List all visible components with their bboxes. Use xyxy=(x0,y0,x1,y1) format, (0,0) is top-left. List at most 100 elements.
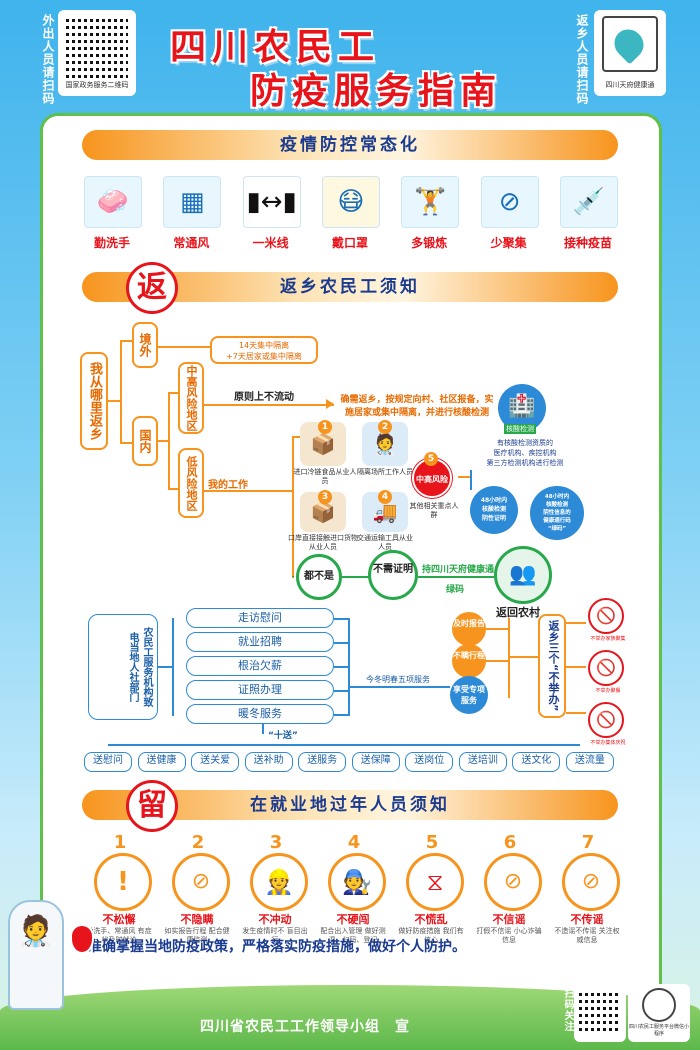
test48-negative-cert[interactable]: 48小时内核酸检测阴性证明 xyxy=(470,486,518,534)
exercise-icon: 🏋 xyxy=(401,176,460,228)
footer-qr-caption: 四川农民工服务平台微信小程序 xyxy=(628,1024,689,1037)
wash-hands-item: 🧼勤洗手 xyxy=(80,176,144,256)
timely-report-circle: 及时报告 xyxy=(452,612,486,646)
right-qr-card[interactable]: 四川天府健康通 xyxy=(594,10,666,96)
mini-program-icon xyxy=(642,988,676,1022)
left-qr-caption: 国家政务服务二维码 xyxy=(65,81,129,89)
footer-qr-2[interactable]: 四川农民工服务平台微信小程序 xyxy=(628,984,690,1042)
worker-helmet-icon: 👷 xyxy=(250,853,308,911)
page-title-line1: 四川农民工 xyxy=(170,27,381,68)
enjoy-services-circle: 享受专项服务 xyxy=(450,676,488,714)
footer-org: 四川省农民工工作领导小组 宣 xyxy=(200,1019,410,1035)
right-qr-side-label: 返乡人员请扫码 xyxy=(575,14,589,105)
job-4-label: 交通运输工具从业人员 xyxy=(357,534,413,551)
job-3-label: 口岸直接接触进口货物从业人员 xyxy=(288,534,358,551)
low-risk-box: 低风险地区 xyxy=(178,448,204,518)
footer-qr-1[interactable] xyxy=(574,984,626,1042)
exclamation-icon: ! xyxy=(94,853,152,911)
stay-seal: 留 xyxy=(126,780,178,832)
rule-4: 4 🧑‍🔧 不硬闯 配合出入管理 做好测温、扫码、登记 xyxy=(320,832,386,944)
no-celebration-icon: 🚫 xyxy=(588,702,624,738)
qr-code-icon xyxy=(66,16,128,78)
service-documents[interactable]: 证照办理 xyxy=(186,680,334,700)
left-qr-side-label: 外出人员请扫码 xyxy=(41,14,55,105)
service-list: 走访慰问 就业招聘 根治欠薪 证照办理 暖冬服务 xyxy=(172,608,362,728)
not-listed-circle: 都不是 xyxy=(296,554,342,600)
footer-qr-side-label: 扫码关注 xyxy=(562,988,573,1032)
stay-rules: 1 ! 不松懈 勤洗手、常通风 有症状及时就诊 2 ⊘ 不隐瞒 如实报告行程 配… xyxy=(84,832,624,944)
no-rumor-spread-icon: ⊘ xyxy=(562,853,620,911)
arrow-right-icon xyxy=(326,399,334,409)
section1-banner: 疫情防控常态化 xyxy=(82,130,618,160)
job-2-label: 隔离场所工作人员 xyxy=(357,468,413,476)
no-hide-trip-circle: 不瞒行程 xyxy=(452,644,486,678)
no-gathering-icon: ⊘ xyxy=(480,176,539,228)
my-work-label: 我的工作 xyxy=(208,480,248,491)
isolation-worker-icon: 🧑‍⚕️ xyxy=(362,422,408,466)
wash-hands-icon: 🧼 xyxy=(84,176,142,228)
return-village-label: 返回农村 xyxy=(496,606,540,619)
service-wages[interactable]: 根治欠薪 xyxy=(186,656,334,676)
mid-high-rule: 原则上不流动 xyxy=(234,392,294,403)
no-hide-icon: ⊘ xyxy=(172,853,230,911)
shield-icon xyxy=(70,924,94,954)
vaccine-icon: 💉 xyxy=(559,176,618,228)
no-rumor-believe-icon: ⊘ xyxy=(484,853,542,911)
vaccine-item: 💉接种疫苗 xyxy=(556,176,620,256)
worker-icon: 🧑‍🔧 xyxy=(328,853,386,911)
distance-item: ▮↔▮一米线 xyxy=(239,176,303,256)
origin-box: 我从哪里返乡 xyxy=(80,352,108,450)
green-code-label: 绿码 xyxy=(446,585,465,595)
network-icon: ⧖ xyxy=(406,853,464,911)
qr-code-icon xyxy=(579,989,621,1031)
job-1-label: 进口冷链食品从业人员 xyxy=(293,468,357,485)
abroad-box: 境外 xyxy=(132,322,158,368)
lab-label: 核酸检测 xyxy=(504,424,536,434)
lab-desc: 有核酸检测资质的医疗机构、疾控机构第三方检测机构进行检测 xyxy=(486,439,564,467)
medic-figure-icon: 🧑‍⚕️ xyxy=(8,900,64,1010)
test48-green-code[interactable]: 48小时内核酸检测阴性信息的健康通行码“绿码” xyxy=(530,486,584,540)
left-qr-card[interactable]: 国家政务服务二维码 xyxy=(58,10,136,96)
service-jobs[interactable]: 就业招聘 xyxy=(186,632,334,652)
five-services-label: 今冬明春五项服务 xyxy=(366,675,430,684)
send-item: 送文化 xyxy=(512,752,561,772)
mid-high-detail: 确需返乡，按规定向村、社区报备，实施居家或集中隔离，并进行核酸检测 xyxy=(340,395,494,418)
health-code-label: 持四川天府健康通 xyxy=(422,565,495,575)
rule-6: 6 ⊘ 不信谣 打假不信谣 小心诈骗信息 xyxy=(476,832,542,944)
slogan: 准确掌握当地防疫政策，严格落实防疫措施，做好个人防护。 xyxy=(88,939,466,955)
mask-icon: 😷 xyxy=(321,176,380,228)
rule-2: 2 ⊘ 不隐瞒 如实报告行程 配合健康监测 xyxy=(164,832,230,944)
send-item: 送补助 xyxy=(244,752,293,772)
domestic-box: 国内 xyxy=(132,416,158,466)
service-winter[interactable]: 暖冬服务 xyxy=(186,704,334,724)
ten-sends-list: 送慰问 送健康 送关爱 送补助 送服务 送保障 送岗位 送培训 送文化 送流量 xyxy=(84,752,614,774)
abroad-rule-box: 14天集中隔离+7天居家或集中隔离 xyxy=(210,336,318,364)
mask-item: 😷戴口罩 xyxy=(318,176,382,256)
prevention-icons: 🧼勤洗手 ▦常通风 ▮↔▮一米线 😷戴口罩 🏋多锻炼 ⊘少聚集 💉接种疫苗 xyxy=(80,176,620,256)
right-qr-caption: 四川天府健康通 xyxy=(605,81,655,89)
rule-1: 1 ! 不松懈 勤洗手、常通风 有症状及时就诊 xyxy=(86,832,152,944)
service-org-box: 农民工服务机构致电当地人社部门 xyxy=(88,614,158,720)
returning-workers-icon: 👥 xyxy=(494,546,552,604)
hospital-icon: 🏥 xyxy=(498,384,546,432)
ventilate-item: ▦常通风 xyxy=(159,176,223,256)
ten-sends-label: “十送” xyxy=(268,731,298,741)
no-proof-circle: 不需证明 xyxy=(368,550,418,600)
exercise-item: 🏋多锻炼 xyxy=(397,176,461,256)
three-no-box: 返乡三个“不举办” xyxy=(538,614,566,718)
rule-7: 7 ⊘ 不传谣 不造谣不传谣 关注权威信息 xyxy=(554,832,620,944)
send-item: 送岗位 xyxy=(405,752,454,772)
no-gathering-item: ⊘少聚集 xyxy=(477,176,541,256)
no-dining-icon: 🚫 xyxy=(588,650,624,686)
heart-app-icon xyxy=(602,16,658,72)
window-icon: ▦ xyxy=(163,176,222,228)
send-item: 送健康 xyxy=(137,752,186,772)
no-family-gathering-icon: 🚫 xyxy=(588,598,624,634)
rule-3: 3 👷 不冲动 发生疫情时不 盲目出行 xyxy=(242,832,308,944)
send-item: 送关爱 xyxy=(191,752,240,772)
distance-icon: ▮↔▮ xyxy=(242,176,301,228)
send-item: 送流量 xyxy=(565,752,614,772)
job-5-label: 其他相关重点人群 xyxy=(409,502,459,519)
send-item: 送培训 xyxy=(458,752,507,772)
service-visit[interactable]: 走访慰问 xyxy=(186,608,334,628)
